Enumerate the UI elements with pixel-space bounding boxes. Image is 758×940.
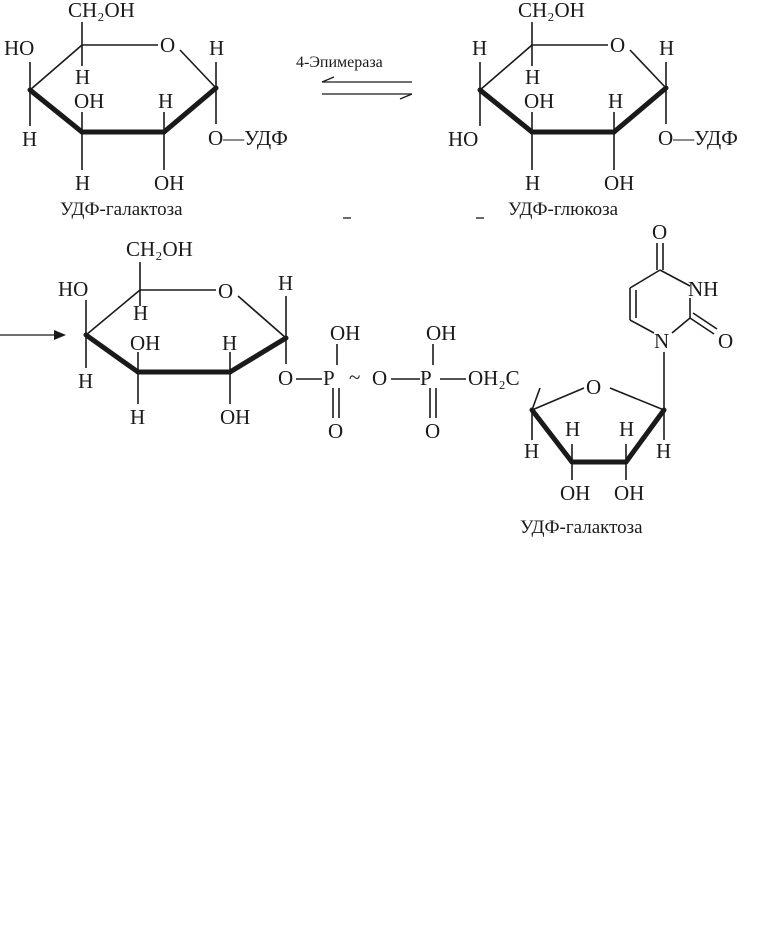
oh-label: OH: [330, 321, 360, 345]
oh-label: OH: [154, 171, 184, 195]
h-label: H: [158, 89, 173, 113]
oxygen-label: O: [718, 329, 733, 353]
ring-bond: [531, 387, 585, 411]
ring-bond: [609, 387, 665, 411]
h-label: H: [608, 89, 623, 113]
oh-label: OH: [426, 321, 456, 345]
oxygen-label: O: [328, 419, 343, 443]
h-label: H: [472, 36, 487, 60]
ring-bond: [659, 269, 691, 287]
linking-oxygen-label: O: [372, 366, 387, 390]
arrow-head: [54, 330, 66, 340]
linking-oxygen-label: O: [278, 366, 293, 390]
h-label: H: [75, 65, 90, 89]
ring-oxygen-label: O: [160, 33, 175, 57]
ring-front-bond: [623, 407, 667, 465]
oh-label: OH: [130, 331, 160, 355]
ring-oxygen-label: O: [610, 33, 625, 57]
ring-bond: [29, 44, 83, 91]
molecule-caption: УДФ-галактоза: [520, 517, 643, 538]
nitrogen-label: N: [654, 329, 669, 353]
h-label: H: [619, 417, 634, 441]
tilde-label: ~: [349, 365, 360, 389]
ring-front-bond: [161, 85, 219, 135]
double-bond: [689, 317, 715, 335]
o-udp-label: O—УДФ: [208, 126, 288, 150]
h-label: H: [75, 171, 90, 195]
arrow-half-head: [321, 76, 335, 83]
oh-label: OH: [74, 89, 104, 113]
molecule-udp-galactose-full: CH₂OH O HO H H OH H H OH H O P OH O ~ O …: [58, 220, 733, 538]
molecule-caption: УДФ-галактоза: [60, 199, 183, 220]
oxygen-label: O: [425, 419, 440, 443]
h-label: H: [656, 439, 671, 463]
h-label: H: [524, 439, 539, 463]
ch2oh-label: CH₂OH: [518, 0, 585, 22]
h-label: H: [209, 36, 224, 60]
incoming-arrow: [0, 330, 66, 340]
bond: [531, 387, 541, 411]
h-label: H: [78, 369, 93, 393]
oh-label: OH: [560, 481, 590, 505]
ring-bond: [179, 49, 217, 89]
ring-front-bond: [227, 335, 289, 375]
ring-bond: [629, 269, 661, 289]
molecule-udp-glucose: CH₂OH O H H HO OH H H OH H O—УДФ УДФ-глю…: [448, 0, 738, 220]
h-label: H: [222, 331, 237, 355]
equilibrium-arrows: 4-Эпимераза: [296, 54, 413, 100]
nh-label: NH: [688, 277, 718, 301]
ring-bond: [629, 319, 655, 334]
ch2oh-label: CH₂OH: [126, 237, 193, 261]
h-label: H: [278, 271, 293, 295]
ring-front-bond: [27, 87, 85, 135]
ho-label: HO: [448, 127, 478, 151]
ho-label: HO: [58, 277, 88, 301]
h-label: H: [659, 36, 674, 60]
h-label: H: [133, 301, 148, 325]
ho-label: HO: [4, 36, 34, 60]
double-bond: [692, 312, 718, 330]
ring-oxygen-label: O: [218, 279, 233, 303]
molecule-caption: УДФ-глюкоза: [508, 199, 619, 220]
oh-label: OH: [220, 405, 250, 429]
h-label: H: [565, 417, 580, 441]
oh2c-label: OH₂C: [468, 366, 520, 390]
enzyme-label: 4-Эпимераза: [296, 54, 383, 71]
ring-front-bond: [83, 332, 141, 375]
ring-bond: [671, 317, 691, 334]
h-label: H: [130, 405, 145, 429]
h-label: H: [22, 127, 37, 151]
oh-label: OH: [604, 171, 634, 195]
ring-front-bond: [611, 85, 669, 135]
ring-bond: [237, 295, 287, 339]
oxygen-label: O: [652, 220, 667, 244]
ring-front-bond: [529, 407, 575, 465]
h-label: H: [525, 171, 540, 195]
molecule-udp-galactose-top: CH₂OH O HO H H OH H H OH H O—УДФ УДФ-гал…: [4, 0, 288, 220]
phosphorus-label: P: [323, 366, 335, 390]
h-label: H: [525, 65, 540, 89]
ch2oh-label: CH₂OH: [68, 0, 135, 22]
ring-front-bond: [477, 87, 535, 135]
ring-bond: [85, 289, 141, 336]
oh-label: OH: [524, 89, 554, 113]
arrow-half-head: [399, 93, 413, 100]
ring-oxygen-label: O: [586, 375, 601, 399]
ring-bond: [629, 49, 667, 89]
o-udp-label: O—УДФ: [658, 126, 738, 150]
oh-label: OH: [614, 481, 644, 505]
ring-bond: [479, 44, 533, 91]
phosphorus-label: P: [420, 366, 432, 390]
